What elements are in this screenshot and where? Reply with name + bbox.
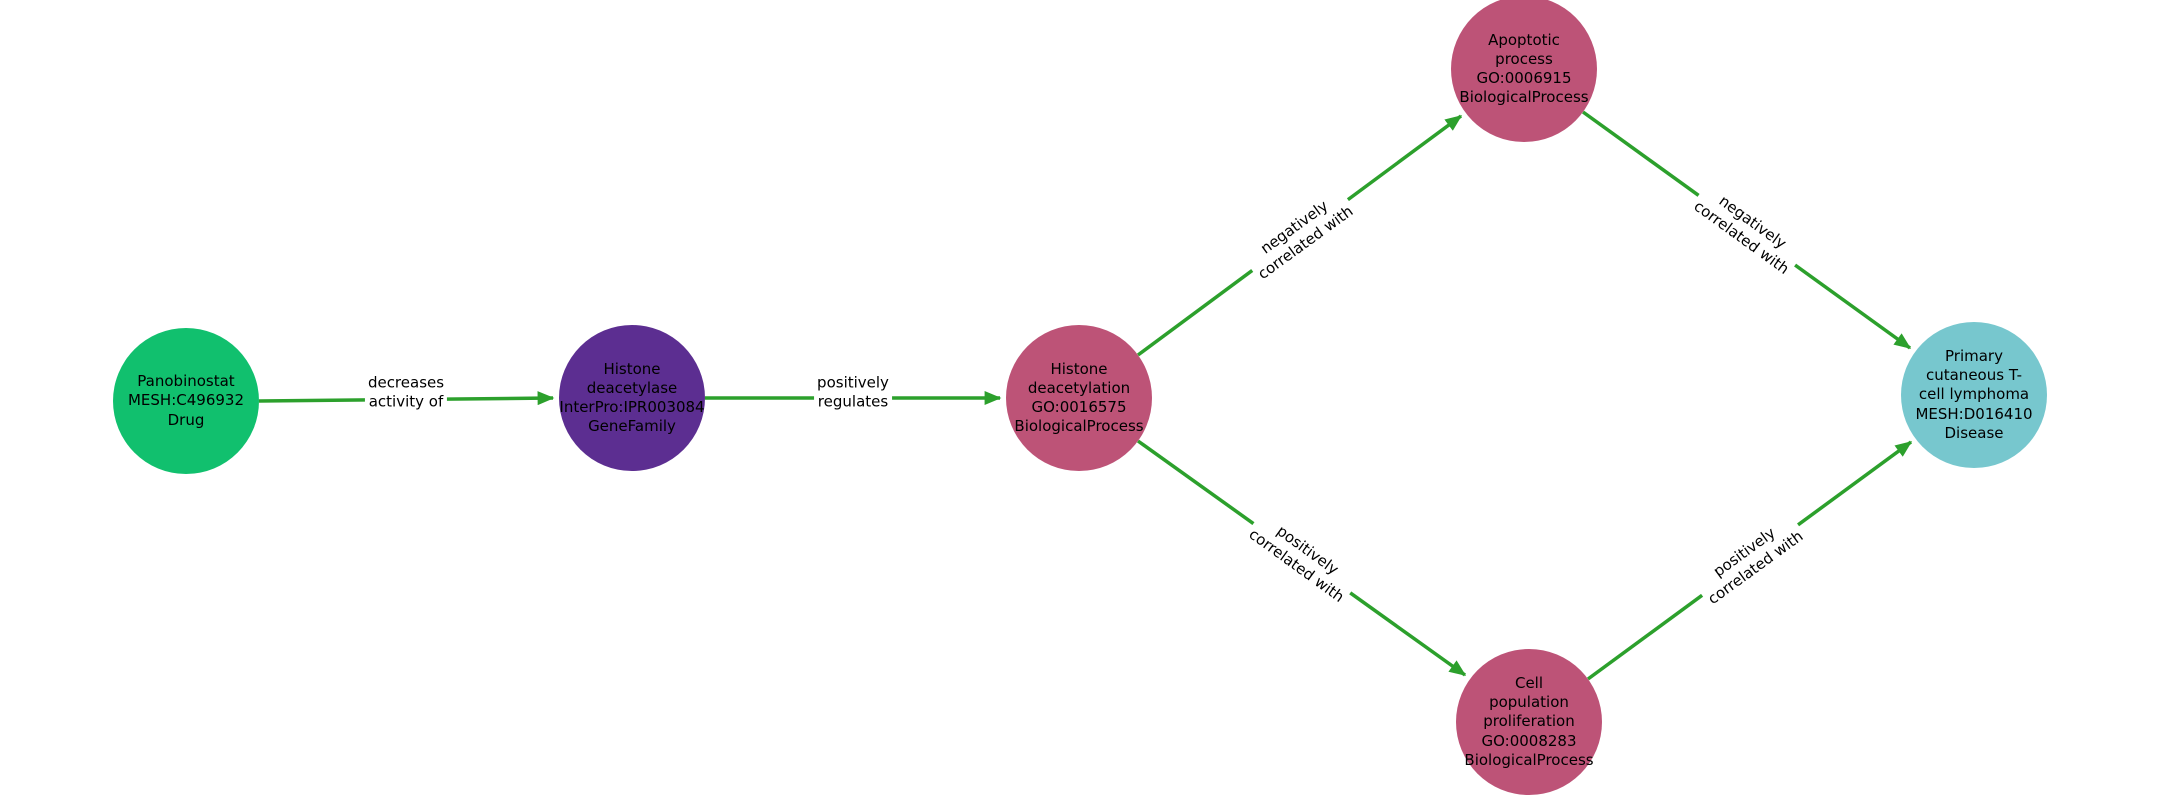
- node-panobinostat[interactable]: Panobinostat MESH:C496932 Drug: [113, 328, 259, 474]
- edge-label-positively-regulates: positively regulates: [814, 372, 892, 412]
- edge-label-decreases-activity-of: decreases activity of: [364, 372, 448, 412]
- node-cell-population-proliferation[interactable]: Cell population proliferation GO:0008283…: [1456, 649, 1602, 795]
- node-apoptotic-process[interactable]: Apoptotic process GO:0006915 BiologicalP…: [1451, 0, 1597, 142]
- node-histone-deacetylation-label: Histone deacetylation GO:0016575 Biologi…: [1014, 359, 1144, 436]
- node-primary-cutaneous-t-cell-lymphoma-label: Primary cutaneous T- cell lymphoma MESH:…: [1915, 347, 2033, 442]
- node-cell-population-proliferation-label: Cell population proliferation GO:0008283…: [1464, 674, 1594, 769]
- node-histone-deacetylase[interactable]: Histone deacetylase InterPro:IPR003084 G…: [559, 325, 705, 471]
- node-apoptotic-process-label: Apoptotic process GO:0006915 BiologicalP…: [1459, 30, 1589, 107]
- node-histone-deacetylase-label: Histone deacetylase InterPro:IPR003084 G…: [559, 359, 705, 436]
- node-panobinostat-label: Panobinostat MESH:C496932 Drug: [127, 372, 244, 429]
- node-histone-deacetylation[interactable]: Histone deacetylation GO:0016575 Biologi…: [1006, 325, 1152, 471]
- node-primary-cutaneous-t-cell-lymphoma[interactable]: Primary cutaneous T- cell lymphoma MESH:…: [1901, 322, 2047, 468]
